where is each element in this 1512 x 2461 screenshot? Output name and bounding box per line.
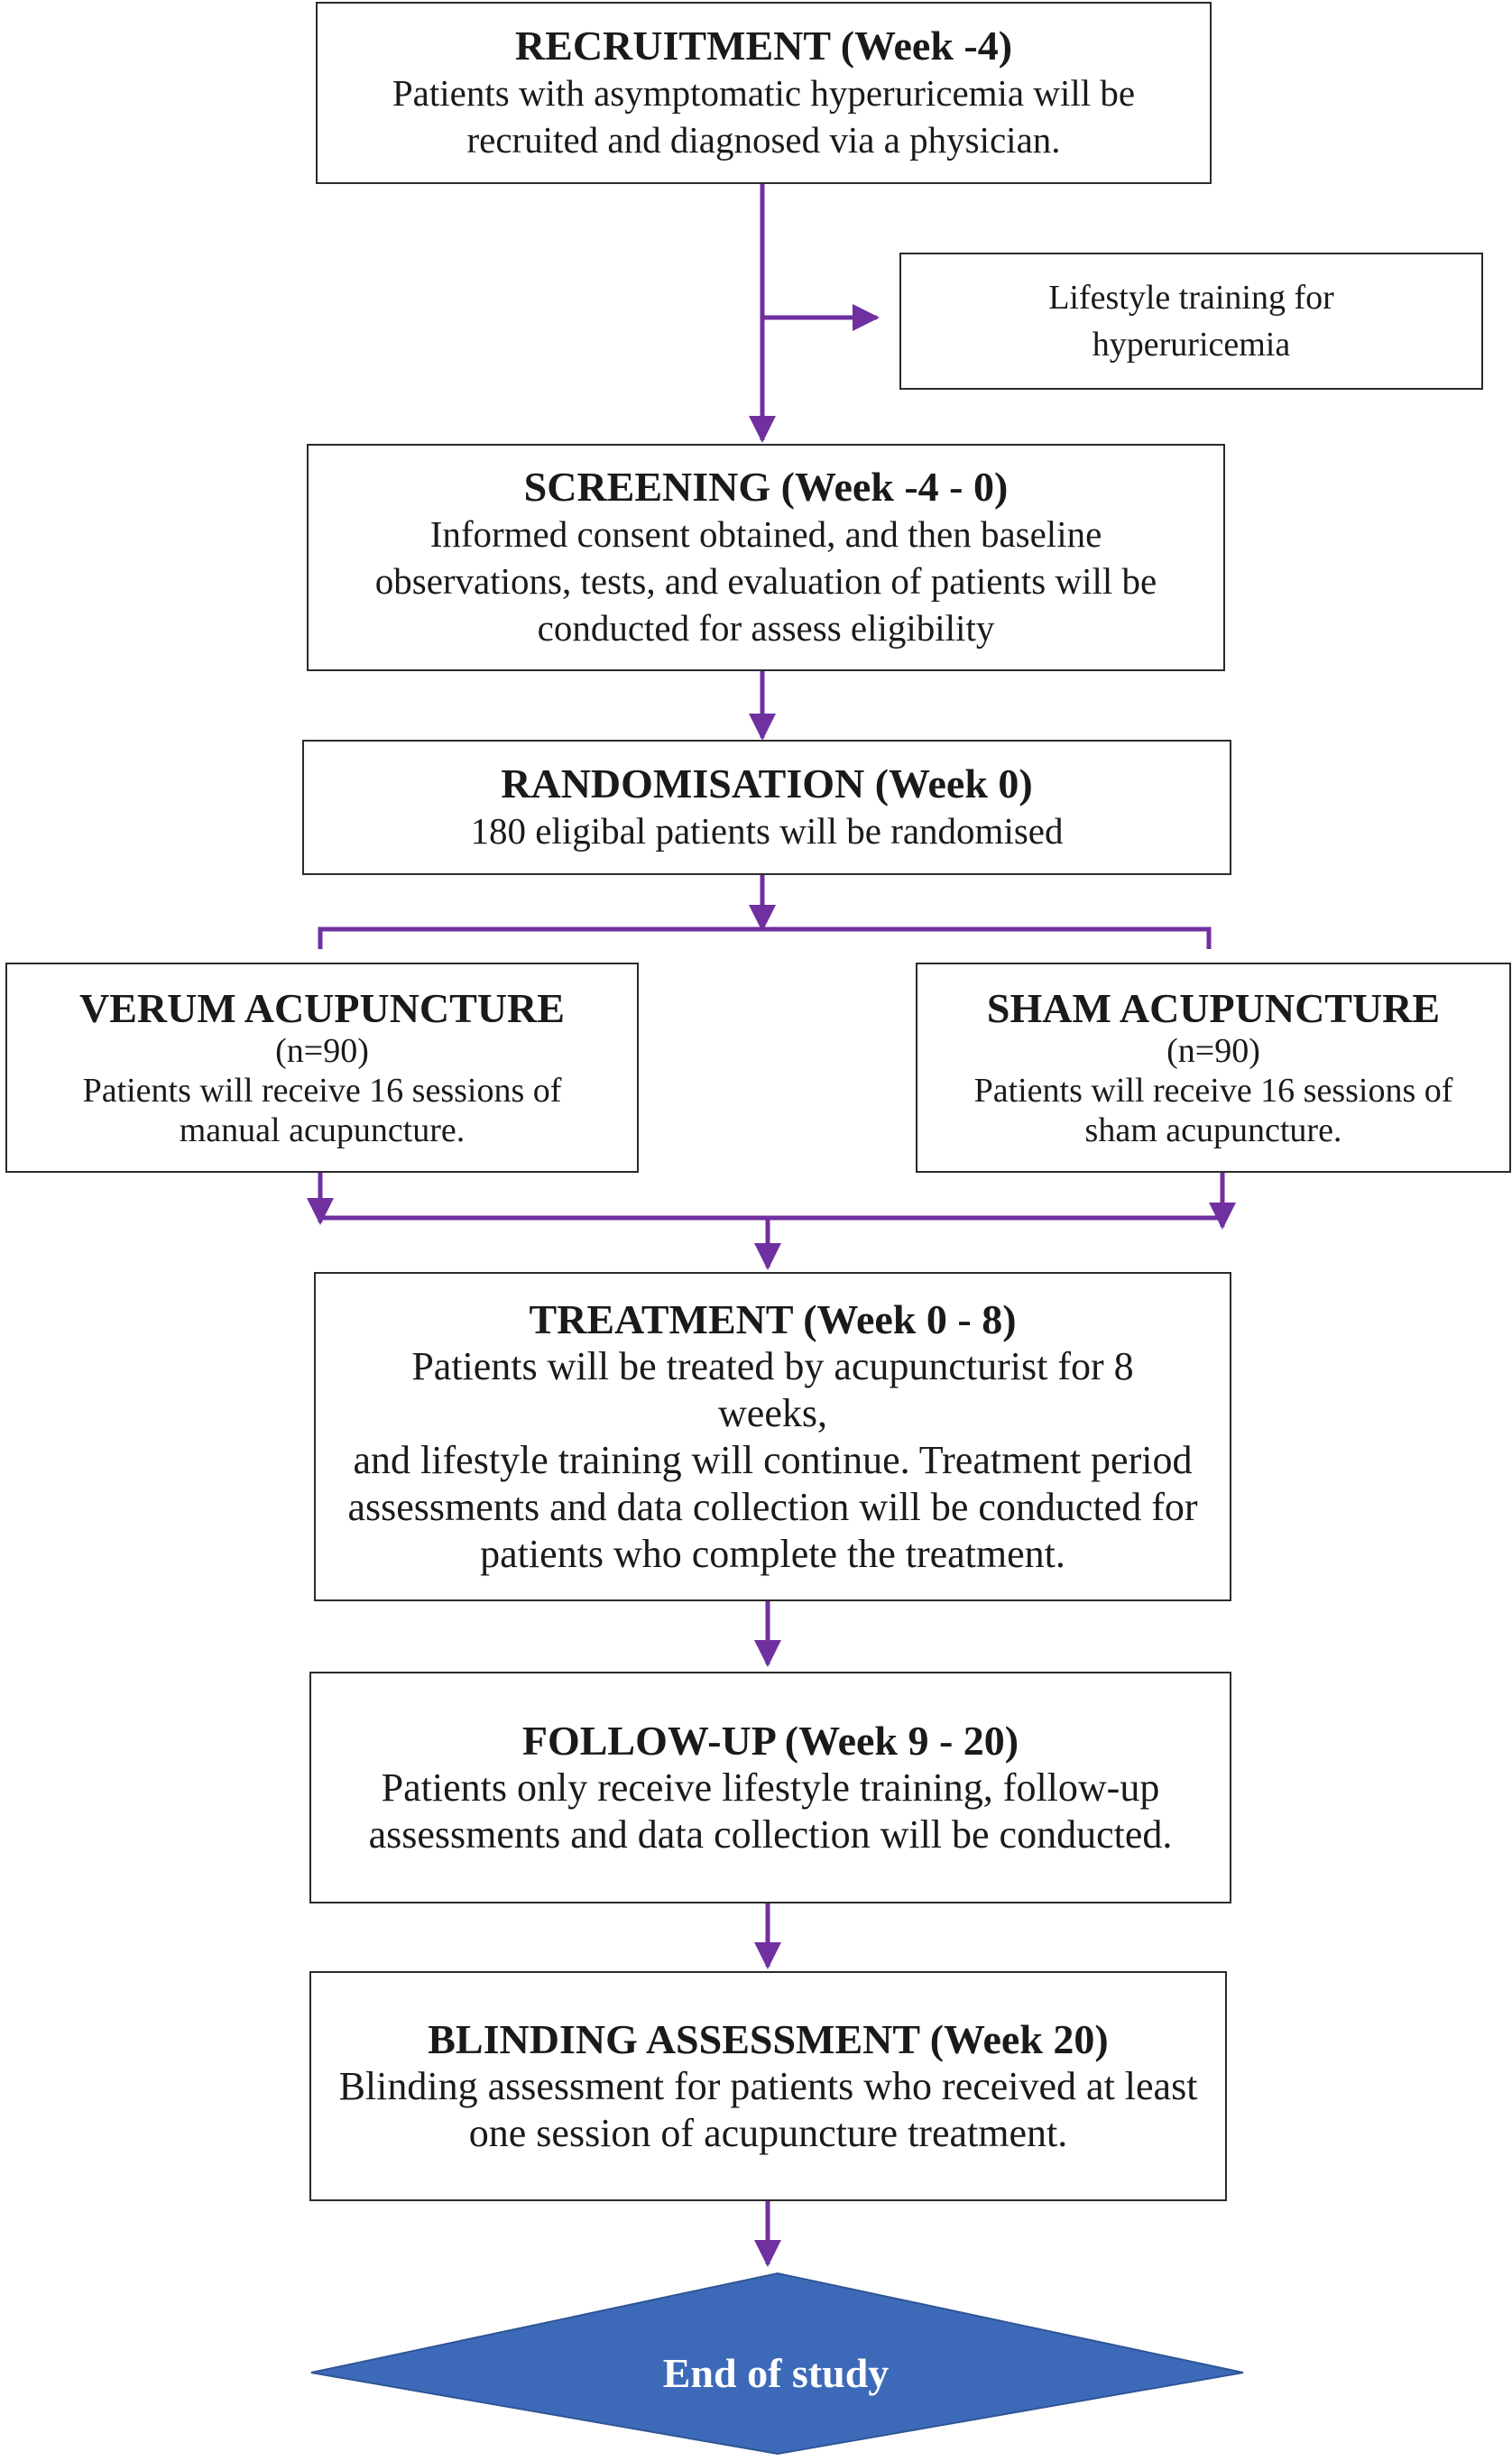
- sham-acupuncture-box: SHAM ACUPUNCTURE (n=90) Patients will re…: [916, 963, 1511, 1173]
- screening-title: SCREENING (Week -4 - 0): [523, 464, 1009, 510]
- lifestyle-box: Lifestyle training for hyperuricemia: [899, 253, 1483, 390]
- randomisation-body: 180 eligibal patients will be randomised: [470, 810, 1064, 852]
- randomisation-box: RANDOMISATION (Week 0) 180 eligibal pati…: [302, 740, 1231, 875]
- recruitment-title: RECRUITMENT (Week -4): [514, 23, 1013, 69]
- line-split-bar: [318, 926, 1212, 949]
- followup-title: FOLLOW-UP (Week 9 - 20): [521, 1717, 1019, 1764]
- verum-n: (n=90): [275, 1031, 369, 1070]
- treatment-box: TREATMENT (Week 0 - 8) Patients will be …: [314, 1272, 1231, 1601]
- end-of-study-diamond: [310, 2272, 1244, 2456]
- blinding-assessment-box: BLINDING ASSESSMENT (Week 20) Blinding a…: [309, 1971, 1227, 2201]
- treatment-title: TREATMENT (Week 0 - 8): [529, 1295, 1017, 1342]
- verum-acupuncture-box: VERUM ACUPUNCTURE (n=90) Patients will r…: [5, 963, 639, 1173]
- sham-title: SHAM ACUPUNCTURE: [986, 984, 1441, 1031]
- sham-body: Patients will receive 16 sessions of sha…: [973, 1071, 1453, 1149]
- verum-body: Patients will receive 16 sessions of man…: [82, 1071, 562, 1149]
- recruitment-body: Patients with asymptomatic hyperuricemia…: [392, 72, 1136, 161]
- verum-title: VERUM ACUPUNCTURE: [79, 984, 565, 1031]
- recruitment-box: RECRUITMENT (Week -4) Patients with asym…: [316, 2, 1212, 184]
- blinding-body: Blinding assessment for patients who rec…: [338, 2063, 1198, 2155]
- treatment-body-first: Patients will be treated by acupuncturis…: [411, 1343, 1134, 1435]
- blinding-title: BLINDING ASSESSMENT (Week 20): [428, 2015, 1109, 2062]
- screening-body: Informed consent obtained, and then base…: [374, 513, 1157, 649]
- randomisation-title: RANDOMISATION (Week 0): [501, 760, 1033, 807]
- treatment-body: and lifestyle training will continue. Tr…: [347, 1437, 1198, 1576]
- end-of-study-label: End of study: [662, 2349, 890, 2396]
- followup-box: FOLLOW-UP (Week 9 - 20) Patients only re…: [309, 1672, 1231, 1903]
- lifestyle-body: Lifestyle training for hyperuricemia: [1048, 279, 1334, 364]
- followup-body: Patients only receive lifestyle training…: [368, 1765, 1173, 1857]
- screening-box: SCREENING (Week -4 - 0) Informed consent…: [307, 444, 1225, 671]
- sham-n: (n=90): [1166, 1031, 1260, 1070]
